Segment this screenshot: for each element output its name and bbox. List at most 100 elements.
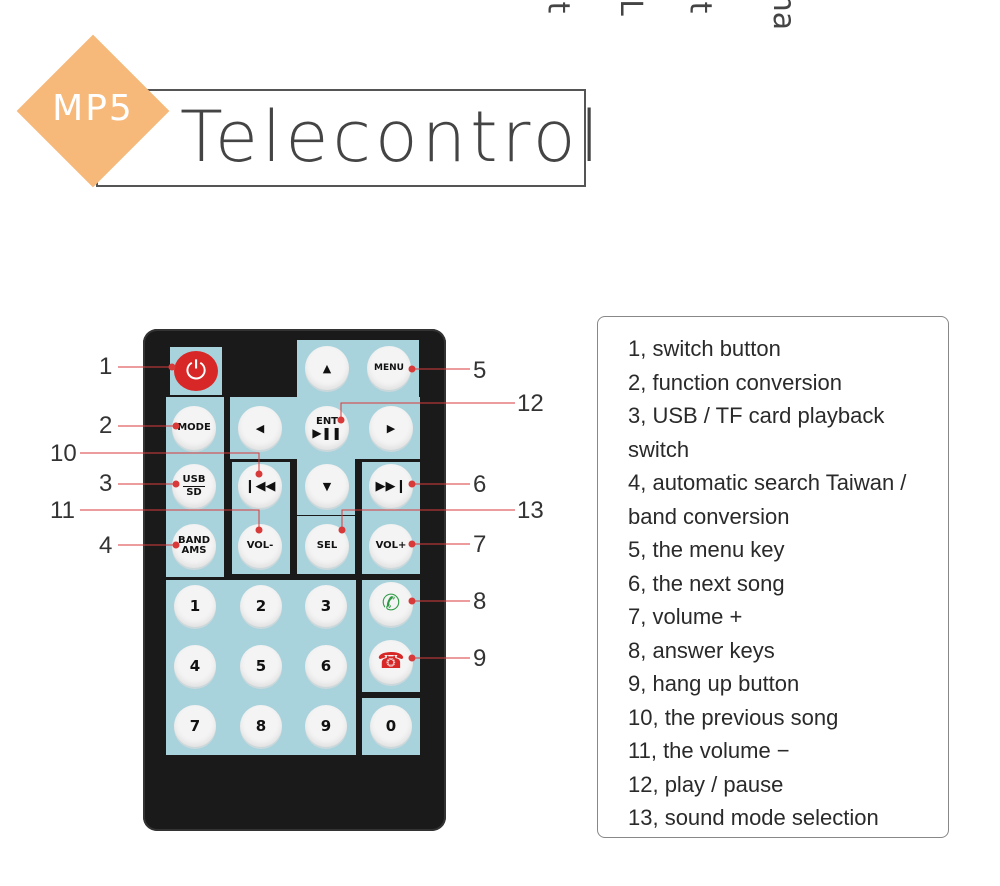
down-button[interactable]: ▼ xyxy=(305,464,349,508)
answer-phone-icon: ✆ xyxy=(381,591,401,616)
usb-sd-button[interactable]: USB SD xyxy=(172,464,216,508)
sd-label: SD xyxy=(186,486,202,498)
callout-dot-7 xyxy=(408,540,416,548)
right-button[interactable]: ▶ xyxy=(369,406,413,450)
callout-dot-1 xyxy=(168,363,176,371)
up-button[interactable]: ▲ xyxy=(305,346,349,390)
right-arrow-icon: ▶ xyxy=(386,421,396,435)
digit-8-button[interactable]: 8 xyxy=(240,705,282,747)
callout-label-3: 3 xyxy=(99,470,113,497)
next-icon: ▶▶❙ xyxy=(375,478,407,494)
legend-panel: 1, switch button 2, function conversion … xyxy=(597,316,949,838)
previous-icon: ❙◀◀ xyxy=(244,478,276,494)
digit-label: 3 xyxy=(320,596,332,615)
callout-line-12 xyxy=(340,402,515,420)
digit-label: 1 xyxy=(189,596,201,615)
left-arrow-icon: ◀ xyxy=(255,421,265,435)
legend-item: 11, the volume − xyxy=(628,738,790,763)
power-icon: ⏻ xyxy=(185,355,207,385)
play-pause-icon: ▶❚❚ xyxy=(312,426,342,440)
callout-dot-4 xyxy=(172,541,180,549)
callout-line-11 xyxy=(80,509,260,530)
digit-4-button[interactable]: 4 xyxy=(174,645,216,687)
volume-up-button[interactable]: VOL+ xyxy=(369,524,413,568)
callout-line-13 xyxy=(341,509,515,530)
left-button[interactable]: ◀ xyxy=(238,406,282,450)
power-key-pad: ⏻ xyxy=(170,347,222,395)
callout-line-10 xyxy=(80,452,260,474)
callout-label-5: 5 xyxy=(473,357,487,384)
callout-dot-11 xyxy=(255,526,263,534)
callout-label-6: 6 xyxy=(473,471,487,498)
legend-item: 9, hang up button xyxy=(628,671,800,696)
hang-up-phone-icon: ☎ xyxy=(377,649,405,674)
mode-button[interactable]: MODE xyxy=(172,406,216,450)
legend-item: 10, the previous song xyxy=(628,704,839,730)
digit-label: 5 xyxy=(255,656,267,675)
callout-dot-9 xyxy=(408,654,416,662)
mp5-badge: MP5 xyxy=(15,33,171,189)
vol-minus-label: VOL- xyxy=(246,540,274,551)
callout-dot-13 xyxy=(338,526,346,534)
page-title: Telecontrol xyxy=(180,96,604,178)
legend-item: 7, volume + xyxy=(628,604,743,629)
callout-label-1: 1 xyxy=(99,353,113,380)
callout-label-13: 13 xyxy=(517,497,544,524)
callout-label-8: 8 xyxy=(473,588,487,615)
callout-label-4: 4 xyxy=(99,532,113,559)
digit-0-button[interactable]: 0 xyxy=(370,705,412,747)
callout-label-9: 9 xyxy=(473,645,487,672)
callout-label-11: 11 xyxy=(50,497,75,524)
digit-6-button[interactable]: 6 xyxy=(305,645,347,687)
digit-7-button[interactable]: 7 xyxy=(174,705,216,747)
up-arrow-icon: ▲ xyxy=(322,361,332,375)
callout-dot-3 xyxy=(172,480,180,488)
ent-label: ENT xyxy=(315,416,339,427)
answer-button[interactable]: ✆ xyxy=(369,582,413,626)
digit-label: 0 xyxy=(385,716,397,735)
next-button[interactable]: ▶▶❙ xyxy=(369,464,413,508)
digit-9-button[interactable]: 9 xyxy=(305,705,347,747)
usb-label: USB xyxy=(182,473,206,487)
legend-item: switch xyxy=(628,436,690,462)
callout-label-10: 10 xyxy=(50,440,77,467)
digit-2-button[interactable]: 2 xyxy=(240,585,282,627)
hang-up-button[interactable]: ☎ xyxy=(369,640,413,684)
play-pause-button[interactable]: ENT ▶❚❚ xyxy=(305,406,349,450)
digit-1-button[interactable]: 1 xyxy=(174,585,216,627)
legend-item: band conversion xyxy=(628,503,790,529)
legend-item: 5, the menu key xyxy=(628,537,785,562)
legend-item: 4, automatic search Taiwan / xyxy=(628,470,907,495)
menu-label: MENU xyxy=(374,362,404,373)
digit-label: 7 xyxy=(189,716,201,735)
ams-label: AMS xyxy=(181,545,207,556)
callout-dot-5 xyxy=(408,365,416,373)
callout-dot-10 xyxy=(255,470,263,478)
callout-dot-2 xyxy=(172,422,180,430)
callout-label-7: 7 xyxy=(473,531,487,558)
badge-text: MP5 xyxy=(52,88,134,129)
digit-3-button[interactable]: 3 xyxy=(305,585,347,627)
mode-label: MODE xyxy=(177,422,211,433)
digit-label: 4 xyxy=(189,656,201,675)
digit-5-button[interactable]: 5 xyxy=(240,645,282,687)
legend-item: 2, function conversion xyxy=(628,369,843,395)
legend-item: 3, USB / TF card playback xyxy=(628,403,885,428)
callout-dot-12 xyxy=(337,416,345,424)
legend-item: 6, the next song xyxy=(628,570,785,596)
legend-item: 1, switch button xyxy=(628,336,781,361)
legend-item: 12, play / pause xyxy=(628,771,784,797)
digit-label: 9 xyxy=(320,716,332,735)
legend-item: 8, answer keys xyxy=(628,637,775,663)
digit-label: 8 xyxy=(255,716,267,735)
digit-label: 2 xyxy=(255,596,267,615)
legend-item: 13, sound mode selection xyxy=(628,805,879,830)
digit-label: 6 xyxy=(320,656,332,675)
menu-button[interactable]: MENU xyxy=(367,346,411,390)
vol-plus-label: VOL+ xyxy=(375,540,407,551)
power-button[interactable]: ⏻ xyxy=(174,351,218,391)
down-arrow-icon: ▼ xyxy=(322,479,332,493)
band-label: BAND xyxy=(177,535,211,546)
callout-label-2: 2 xyxy=(99,412,113,439)
